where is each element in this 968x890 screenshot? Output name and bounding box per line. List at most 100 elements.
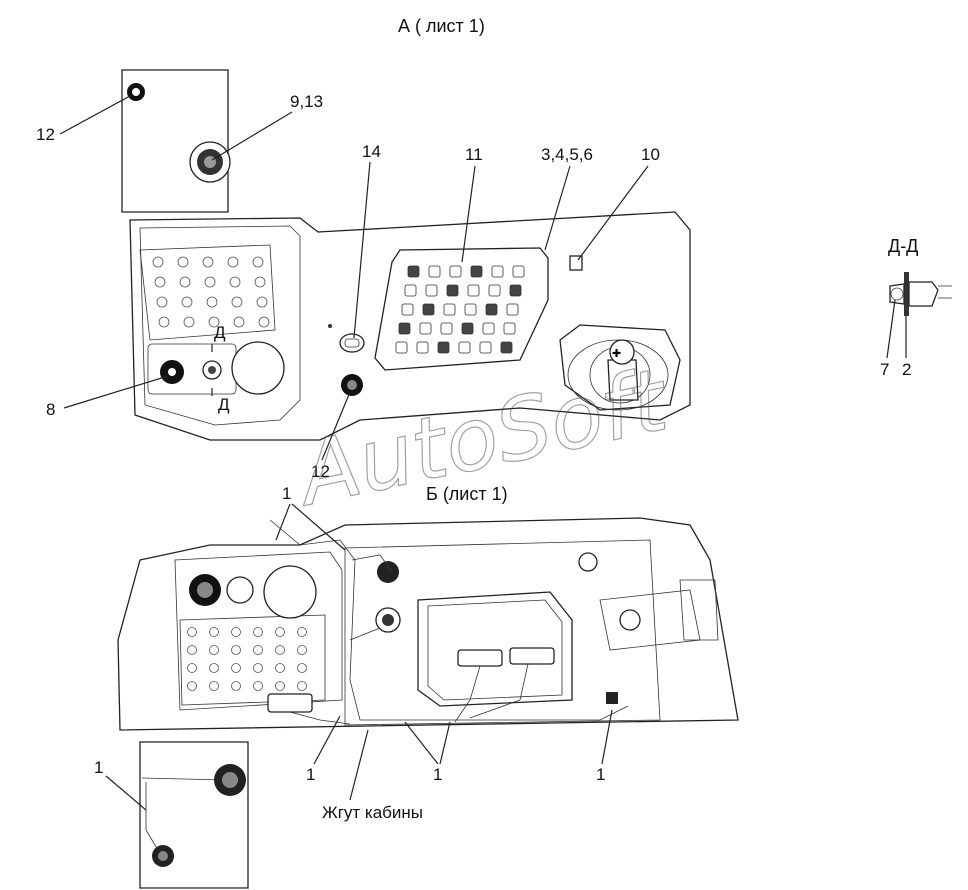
section-mark-top: Д: [214, 323, 226, 342]
vent-hole-icon: [187, 663, 197, 673]
keypad-key-icon: [401, 303, 414, 316]
vent-hole-icon: [231, 663, 241, 673]
keypad-key-icon: [449, 265, 462, 278]
vent-hole-icon: [253, 645, 263, 655]
vent-hole-icon: [208, 316, 220, 328]
vent-hole-icon: [253, 681, 263, 691]
rear-plug-icon: [377, 561, 399, 583]
vent-hole-icon: [187, 681, 197, 691]
vent-hole-icon: [253, 627, 263, 637]
vent-hole-icon: [209, 663, 219, 673]
vent-hole-icon: [204, 276, 216, 288]
vent-hole-icon: [233, 316, 245, 328]
keypad-key-icon: [395, 341, 408, 354]
ecu-connector-2-icon: [509, 647, 555, 665]
callout-8: 8: [46, 400, 55, 419]
keypad-key-icon: [464, 303, 477, 316]
vent-hole-icon: [209, 645, 219, 655]
vent-hole-icon: [254, 276, 266, 288]
vent-hole-icon: [231, 296, 243, 308]
vent-hole-icon: [187, 627, 197, 637]
detail-panel-b: [139, 741, 249, 889]
section-d-d-detail: [889, 272, 952, 316]
vent-hole-icon: [253, 663, 263, 673]
keypad-key-icon: [416, 341, 429, 354]
vent-hole-icon: [202, 256, 214, 268]
keypad-key-icon: [503, 322, 516, 335]
callout-2: 2: [902, 360, 911, 379]
dashboard-panel-b: [117, 517, 739, 731]
vent-hole-icon: [187, 645, 197, 655]
section-d-d-title: Д-Д: [888, 236, 918, 256]
keypad-key-icon: [398, 322, 411, 335]
keypad-key-icon: [437, 341, 450, 354]
keypad-key-icon: [479, 341, 492, 354]
keypad-key-icon: [440, 322, 453, 335]
callout-12-bottom: 12: [311, 462, 330, 481]
vent-hole-icon: [231, 627, 241, 637]
ecu-board: [417, 591, 573, 707]
keypad-key-icon: [506, 303, 519, 316]
callout-11: 11: [465, 145, 483, 164]
vent-hole-icon: [231, 645, 241, 655]
small-connector-icon: [606, 692, 618, 704]
vent-hole-icon: [152, 256, 164, 268]
vent-hole-icon: [156, 296, 168, 308]
svg-text:✚: ✚: [612, 347, 621, 360]
vent-hole-icon: [252, 256, 264, 268]
keypad-key-icon: [488, 284, 501, 297]
vent-hole-icon: [183, 316, 195, 328]
keypad-key-icon: [443, 303, 456, 316]
callout-14: 14: [362, 142, 381, 161]
keypad-key-icon: [419, 322, 432, 335]
callout-harness: Жгут кабины: [322, 803, 423, 822]
harness-connector-icon: [267, 693, 313, 713]
vent-hole-icon: [231, 681, 241, 691]
callout-1-b3: 1: [596, 765, 605, 784]
vent-hole-icon: [275, 627, 285, 637]
vent-hole-icon: [297, 645, 307, 655]
keypad-key-icon: [428, 265, 441, 278]
detail-panel-a: [121, 69, 231, 213]
vent-grid-a: [139, 244, 276, 341]
keypad-key-icon: [461, 322, 474, 335]
keypad-key-icon: [404, 284, 417, 297]
callout-1-left: 1: [94, 758, 103, 777]
vent-hole-icon: [154, 276, 166, 288]
vent-hole-icon: [256, 296, 268, 308]
keypad-key-icon: [512, 265, 525, 278]
vent-hole-icon: [181, 296, 193, 308]
view-a-title: А ( лист 1): [398, 16, 485, 36]
rear-socket-icon: [263, 565, 317, 619]
vent-hole-icon: [177, 256, 189, 268]
callout-12-top: 12: [36, 125, 55, 144]
gauge-socket-icon: [231, 341, 285, 395]
vent-hole-icon: [297, 663, 307, 673]
dashboard-panel-a: ✚: [129, 211, 691, 441]
button-14-icon: [339, 333, 365, 353]
vent-hole-icon: [179, 276, 191, 288]
keypad-key-icon: [500, 341, 513, 354]
vent-hole-icon: [297, 681, 307, 691]
vent-hole-icon: [275, 645, 285, 655]
vent-hole-icon: [209, 627, 219, 637]
vent-hole-icon: [275, 681, 285, 691]
ecu-connector-1-icon: [457, 649, 503, 667]
vent-hole-icon: [275, 663, 285, 673]
callout-9-13: 9,13: [290, 92, 323, 111]
vent-hole-icon: [209, 681, 219, 691]
section-mark-bottom: Д: [218, 395, 230, 414]
callout-1-top: 1: [282, 484, 291, 503]
rear-connector-b-icon: [226, 576, 254, 604]
callout-3456: 3,4,5,6: [541, 145, 593, 164]
callout-1-b1: 1: [306, 765, 315, 784]
keypad-key-icon: [491, 265, 504, 278]
keypad-key-icon: [482, 322, 495, 335]
keypad-11: [374, 247, 549, 371]
keypad-key-icon: [470, 265, 483, 278]
keypad-key-icon: [485, 303, 498, 316]
vent-hole-icon: [258, 316, 270, 328]
callout-1-b2: 1: [433, 765, 442, 784]
vent-hole-icon: [229, 276, 241, 288]
